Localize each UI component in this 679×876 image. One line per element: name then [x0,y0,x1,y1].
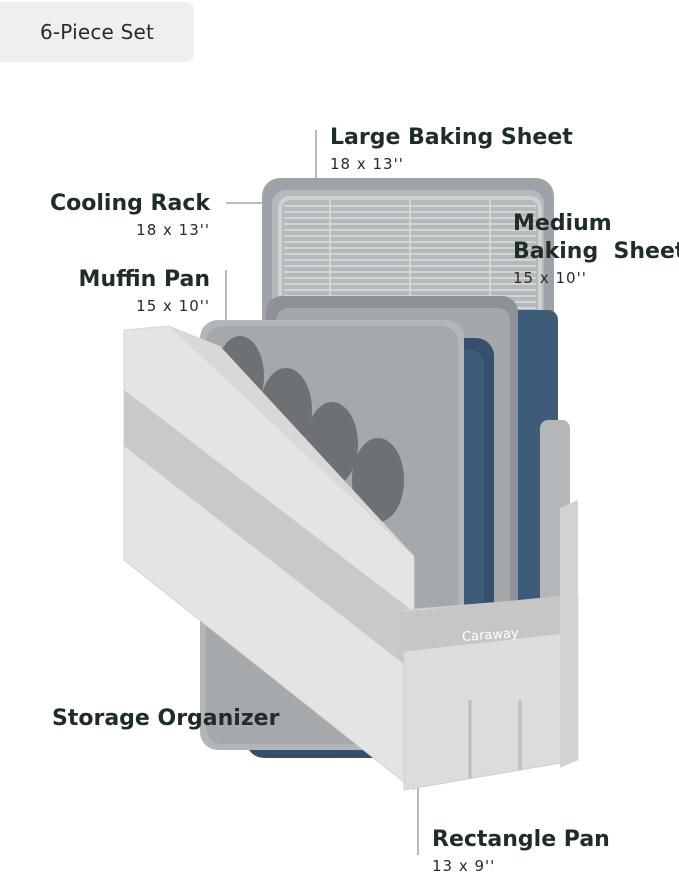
rectangle-pan-dim: 13 x 9'' [432,857,496,875]
large-baking-sheet-label: Large Baking Sheet 18 x 13'' [330,124,573,174]
storage-organizer [123,325,579,792]
cooling-rack-dim: 18 x 13'' [136,221,210,239]
large-baking-sheet-name: Large Baking Sheet [330,125,573,150]
muffin-pan-label: Muffin Pan 15 x 10'' [79,266,210,316]
storage-organizer-name: Storage Organizer [52,706,280,731]
cooling-rack-name: Cooling Rack [50,191,210,216]
medium-baking-sheet-label: Medium Baking Sheet 15 x 10'' [513,210,679,288]
storage-organizer-label: Storage Organizer [52,705,279,733]
muffin-pan-name: Muffin Pan [78,267,210,292]
medium-baking-sheet-dim: 15 x 10'' [513,269,587,287]
rectangle-pan-name: Rectangle Pan [432,827,610,852]
muffin-pan-dim: 15 x 10'' [136,297,210,315]
medium-baking-sheet-name-line2: Baking Sheet [513,239,679,264]
large-baking-sheet-dim: 18 x 13'' [330,155,404,173]
rectangle-pan-label: Rectangle Pan 13 x 9'' [432,826,610,876]
medium-baking-sheet-name-line1: Medium [513,211,612,236]
cooling-rack-label: Cooling Rack 18 x 13'' [50,190,210,240]
set-count-badge: 6-Piece Set [0,2,194,62]
set-count-text: 6-Piece Set [39,20,155,44]
